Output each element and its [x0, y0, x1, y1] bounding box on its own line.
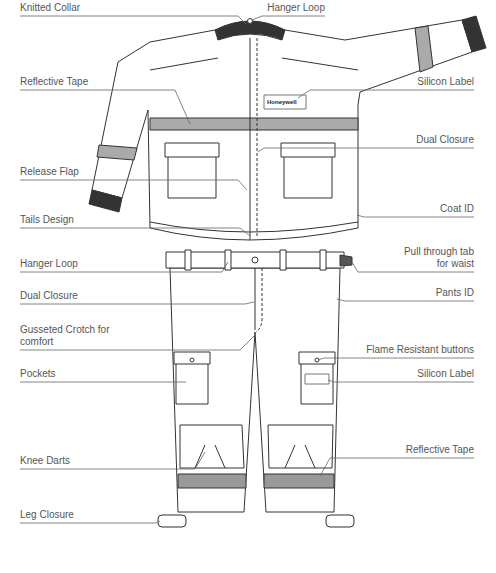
leader-line	[320, 458, 474, 476]
belt-loop	[225, 250, 231, 270]
hanger-loop	[248, 19, 253, 24]
part-label: Leg Closure	[20, 509, 74, 521]
logo-text: Honeywell	[267, 99, 297, 106]
reflective-tape	[97, 145, 137, 160]
part-label: Reflective Tape	[20, 76, 88, 88]
leader-line	[20, 336, 254, 350]
part-label: Knee Darts	[20, 455, 70, 467]
pants-outline	[170, 268, 340, 512]
leg-closure	[326, 515, 354, 527]
leader-line	[20, 302, 254, 304]
part-label: Gusseted Crotch for comfort	[20, 324, 112, 348]
pants-pocket	[301, 360, 333, 404]
part-label: Hanger Loop	[20, 258, 78, 270]
leader-line	[258, 148, 474, 152]
part-label: Pants ID	[436, 287, 474, 299]
part-label: Silicon Label	[417, 76, 474, 88]
pocket-flap	[174, 352, 210, 364]
leg-closure	[158, 515, 186, 527]
belt-loop	[185, 250, 191, 270]
leader-line	[20, 228, 250, 236]
leader-line	[20, 452, 205, 469]
part-label: Knitted Collar	[20, 2, 80, 14]
part-label: Coat ID	[440, 203, 474, 215]
leader-line	[337, 299, 474, 301]
leader-line	[298, 90, 474, 98]
yoke-seam	[150, 58, 358, 70]
pull-through-tab	[340, 255, 352, 266]
dart-lines	[195, 445, 225, 468]
dart-lines	[285, 445, 315, 468]
reflective-tape	[264, 474, 334, 488]
waistband	[166, 252, 344, 268]
leader-line	[20, 382, 186, 383]
reflective-tape	[178, 474, 246, 488]
placket	[250, 38, 251, 240]
leader-line	[318, 358, 474, 360]
part-label: Dual Closure	[416, 134, 474, 146]
leader-line	[252, 16, 325, 20]
part-label: Release Flap	[20, 166, 79, 178]
leader-line	[20, 180, 247, 190]
belt-loop	[320, 250, 326, 270]
dual-closure	[257, 38, 258, 238]
pocket-flap	[165, 143, 219, 157]
leader-line	[20, 521, 160, 523]
part-label: Tails Design	[20, 214, 74, 226]
knee-dart	[180, 425, 244, 468]
part-label: Silicon Label	[417, 368, 474, 380]
coat-cuff	[462, 16, 486, 52]
tails-hem	[150, 222, 358, 232]
knee-dart	[268, 425, 333, 468]
coat-cuff	[89, 190, 122, 212]
leader-line	[20, 90, 190, 124]
fly-seam	[256, 268, 262, 332]
part-label: Hanger Loop	[267, 2, 325, 14]
silicon-label	[305, 374, 329, 384]
part-label: Reflective Tape	[406, 444, 474, 456]
reflective-tape	[150, 118, 358, 130]
part-label: Flame Resistant buttons	[366, 344, 474, 356]
dual-closure	[255, 268, 256, 330]
leader-line	[20, 16, 246, 24]
part-label: Pull through tab for waist	[396, 246, 474, 270]
leader-line	[328, 380, 474, 382]
leader-line	[357, 215, 474, 217]
part-label: Dual Closure	[20, 290, 78, 302]
reflective-tape	[415, 26, 433, 72]
fr-button	[190, 358, 194, 362]
waist-button	[252, 257, 258, 263]
belt-loop	[280, 250, 286, 270]
part-label: Pockets	[20, 368, 56, 380]
pocket-flap	[281, 143, 335, 157]
coat-outline	[92, 20, 472, 240]
